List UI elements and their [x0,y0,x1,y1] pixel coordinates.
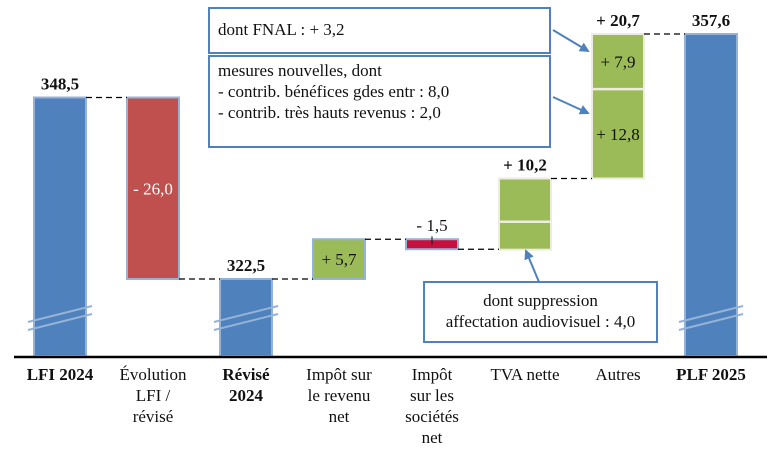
x-tick-label-line: Révisé [222,365,270,384]
x-tick-label-line: Impôt sur [306,365,372,384]
bar-0 [33,96,87,357]
bar-3 [312,238,366,280]
annotation-mesures-line-1: mesures nouvelles, dont [218,61,382,80]
x-tick-label-6: Autres [570,364,666,385]
annotation-audiovisuel-line-1: dont suppression [483,291,598,310]
annotation-fnal: dont FNAL : + 3,2 [208,7,551,54]
bar-0-value-label: 348,5 [41,75,79,94]
arrow-mesures [552,96,590,115]
annotation-mesures-line-2: - contrib. bénéfices gdes entr : 8,0 [218,82,450,101]
x-tick-label-line: sociétés [405,407,459,426]
x-tick-label-line: sur les [410,386,454,405]
axis-break-mark [27,313,93,331]
annotation-audiovisuel-line-2: affectation audiovisuel : 4,0 [445,312,636,331]
segment-label-upper: + 7,9 [600,53,635,72]
arrow-audiovisuel [524,249,540,283]
arrow-fnal [552,29,590,53]
annotation-mesures: mesures nouvelles, dont - contrib. bénéf… [208,55,551,148]
bar-7 [684,33,738,357]
x-tick-label-line: Évolution [119,365,187,384]
x-tick-label-line: LFI / [135,386,171,405]
x-tick-label-line: LFI 2024 [26,365,94,384]
x-tick-label-line: Impôt [411,365,453,384]
axis-break-mark [213,305,279,323]
x-tick-label-line: TVA nette [490,365,560,384]
bar-6 [591,33,645,180]
bar-5 [498,177,552,251]
x-tick-label-0: LFI 2024 [12,364,108,385]
bar-6-value-label: + 20,7 [596,11,640,30]
bar-1-value-label: - 26,0 [133,179,173,198]
annotation-mesures-line-3: - contrib. très hauts revenus : 2,0 [218,103,441,122]
bar-4-value-label: - 1,5 [416,216,447,235]
x-tick-label-line: net [328,407,350,426]
bar-2-value-label: 322,5 [227,256,265,275]
x-tick-label-line: 2024 [229,386,263,405]
x-tick-label-5: TVA nette [477,364,573,385]
axis-break-mark [678,313,744,331]
bar-3-value-label: + 5,7 [321,250,357,269]
x-tick-label-line: Autres [595,365,641,384]
segment-label-lower: + 12,8 [596,125,640,144]
x-tick-label-2: Révisé 2024 [198,364,294,406]
bar-5-value-label: + 10,2 [503,155,547,174]
x-tick-label-7: PLF 2025 [663,364,759,385]
x-tick-label-4: Impôt sur les sociétés net [384,364,480,448]
x-tick-label-3: Impôt sur le revenu net [291,364,387,427]
x-tick-label-line: PLF 2025 [676,365,746,384]
axis-break-mark [27,305,93,323]
axis-break-mark [678,305,744,323]
bar-7-value-label: 357,6 [692,11,730,30]
annotation-fnal-text: dont FNAL : + 3,2 [218,20,345,39]
x-tick-label-line: net [421,428,443,447]
axis-break-mark [213,313,279,331]
x-tick-label-line: le revenu [307,386,371,405]
bar-1 [126,96,180,280]
x-tick-label-line: révisé [132,407,174,426]
annotation-audiovisuel: dont suppression affectation audiovisuel… [423,281,658,343]
